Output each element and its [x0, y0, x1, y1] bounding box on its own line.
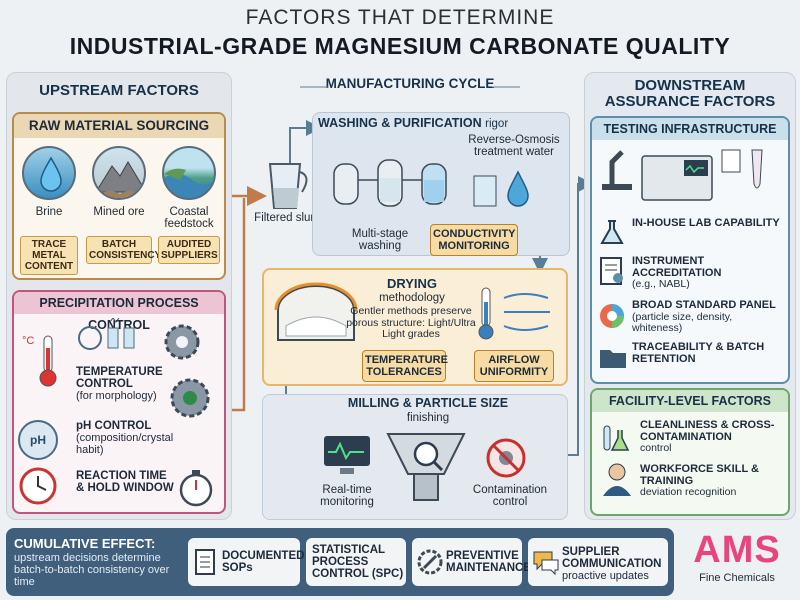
document-icon — [194, 548, 218, 581]
facility-item-workforce-note: deviation recognition — [640, 486, 737, 498]
stopwatch-icon — [176, 466, 216, 513]
pitcher-icon — [262, 158, 314, 217]
ph-control: pH CONTROL (composition/crystal habit) — [76, 420, 176, 456]
mill-icon — [384, 430, 468, 511]
testing-item-panel-note: (particle size, density, whiteness) — [632, 310, 733, 334]
temp-unit-label: °C — [22, 335, 34, 347]
wash-tanks-icon — [326, 150, 466, 227]
airflow-uniformity-box: AIRFLOW UNIFORMITY — [474, 350, 554, 382]
drying-note: Gentler methods preserve porous structur… — [346, 305, 476, 340]
washing-heading: WASHING & PURIFICATION rigor — [318, 116, 518, 130]
thermometer-icon: °C — [22, 330, 66, 395]
conductivity-box: CONDUCTIVITY MONITORING — [430, 224, 518, 256]
water-drop-icon — [470, 168, 540, 223]
pill-spc-title: STATISTICAL PROCESS CONTROL (SPC) — [312, 544, 404, 580]
certificate-icon — [598, 256, 626, 291]
facility-item-cleanliness-title: CLEANLINESS & CROSS-CONTAMINATION — [640, 419, 775, 443]
source-label-mined-ore: Mined ore — [93, 206, 145, 218]
temperature-control: TEMPERATURE CONTROL (for morphology) — [76, 366, 166, 402]
pill-spc — [306, 538, 406, 586]
testing-item-panel: BROAD STANDARD PANEL(particle size, dens… — [632, 299, 784, 335]
reaction-time-control: REACTION TIME & HOLD WINDOW — [76, 470, 176, 494]
pill-maintenance-text: PREVENTIVE MAINTENANCE — [446, 550, 531, 574]
multistage-label: Multi-stage washing — [351, 228, 409, 252]
milling-heading: MILLING & PARTICLE SIZE — [347, 396, 509, 410]
temperature-tolerances-box: TEMPERATURE TOLERANCES — [362, 350, 448, 382]
facility-item-workforce-title: WORKFORCE SKILL & TRAINING — [640, 463, 759, 487]
source-tag-brine: TRACE METAL CONTENT — [20, 236, 78, 275]
pill-maintenance-title: PREVENTIVE MAINTENANCE — [446, 550, 531, 574]
source-tag-coastal: AUDITED SUPPLIERS — [158, 236, 220, 264]
color-panel-icon — [598, 302, 626, 335]
worker-icon — [600, 462, 634, 503]
monitor-icon — [322, 434, 372, 483]
raw-material-heading: RAW MATERIAL SOURCING — [14, 114, 224, 138]
chat-icon — [532, 548, 560, 581]
washing-heading-suffix: rigor — [485, 118, 509, 130]
manufacturing-heading: MANUFACTURING CYCLE — [325, 76, 495, 91]
testing-item-panel-title: BROAD STANDARD PANEL — [632, 299, 776, 311]
title-line-1: FACTORS THAT DETERMINE — [245, 6, 555, 29]
clock-icon — [18, 466, 58, 511]
milling-sub: finishing — [406, 412, 450, 424]
lab-equipment-icon — [598, 144, 784, 213]
clean-glassware-icon — [598, 420, 636, 459]
pill-supplier-title: SUPPLIER COMMUNICATION — [562, 546, 662, 570]
testing-item-traceability-title: TRACEABILITY & BATCH RETENTION — [632, 341, 765, 365]
source-label-coastal: Coastal feedstock — [164, 206, 214, 230]
dryer-icon — [272, 280, 362, 355]
testing-item-traceability: TRACEABILITY & BATCH RETENTION — [632, 341, 782, 365]
temperature-control-title: TEMPERATURE CONTROL — [76, 366, 163, 390]
testing-item-lab-title: IN-HOUSE LAB CAPABILITY — [632, 217, 780, 229]
ph-icon: pH — [18, 420, 58, 460]
brine-icon — [22, 146, 76, 200]
upstream-heading: UPSTREAM FACTORS — [39, 82, 199, 99]
reaction-time-title: REACTION TIME & HOLD WINDOW — [76, 470, 174, 494]
mined-ore-icon — [92, 146, 146, 200]
pill-spc-text: STATISTICAL PROCESS CONTROL (SPC) — [312, 544, 404, 580]
folder-icon — [598, 344, 628, 375]
contamination-control-label: Contamination control — [472, 484, 548, 508]
contamination-icon — [484, 436, 528, 485]
facility-item-cleanliness-note: control — [640, 442, 672, 454]
drying-sub: methodology — [379, 292, 445, 304]
downstream-heading: DOWNSTREAM ASSURANCE FACTORS — [604, 77, 776, 110]
beakers-icon — [72, 317, 152, 357]
ro-water-label: Reverse-Osmosis treatment water — [468, 134, 560, 158]
ph-control-note: (composition/crystal habit) — [76, 432, 174, 456]
testing-item-accreditation-title: INSTRUMENT ACCREDITATION — [632, 255, 722, 279]
title-line-2: INDUSTRIAL-GRADE MAGNESIUM CARBONATE QUA… — [69, 33, 731, 59]
company-logo-sub: Fine Chemicals — [699, 572, 775, 584]
filtered-slurry-label: Filtered slurry — [254, 212, 324, 224]
source-label-brine: Brine — [35, 206, 63, 218]
testing-heading: TESTING INFRASTRUCTURE — [592, 118, 788, 140]
washing-heading-title: WASHING & PURIFICATION — [318, 116, 482, 130]
testing-item-accreditation: INSTRUMENT ACCREDITATION(e.g., NABL) — [632, 255, 782, 291]
realtime-monitoring-label: Real-time monitoring — [320, 484, 374, 508]
pill-sops-title: DOCUMENTED SOPs — [222, 550, 305, 574]
coastal-icon — [162, 146, 216, 200]
testing-item-accreditation-note: (e.g., NABL) — [632, 278, 690, 290]
drying-heading: DRYING — [386, 276, 438, 291]
flask-icon — [598, 218, 626, 251]
pill-sops-text: DOCUMENTED SOPs — [222, 550, 304, 574]
facility-heading: FACILITY-LEVEL FACTORS — [592, 390, 788, 412]
manufacturing-rule — [300, 86, 520, 88]
ph-control-title: pH CONTROL — [76, 420, 152, 432]
wrench-gear-icon — [416, 548, 444, 581]
company-logo: AMS — [693, 529, 781, 571]
airflow-icon — [476, 284, 564, 349]
source-tag-mined-ore: BATCH CONSISTENCY — [86, 236, 161, 264]
testing-item-lab: IN-HOUSE LAB CAPABILITY — [632, 217, 782, 230]
precipitation-heading: PRECIPITATION PROCESS CONTROL — [14, 292, 224, 332]
cumulative-text: upstream decisions determine batch-to-ba… — [14, 552, 170, 588]
temperature-control-note: (for morphology) — [76, 390, 157, 402]
pill-supplier-note: proactive updates — [562, 570, 649, 582]
cumulative-heading: CUMULATIVE EFFECT: — [14, 536, 156, 551]
gears-icon — [160, 320, 220, 455]
